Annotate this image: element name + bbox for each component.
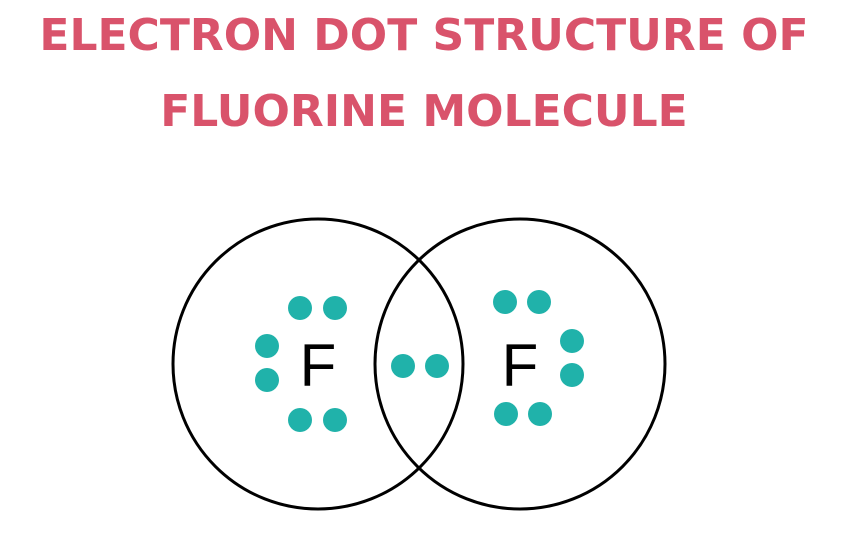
- left-atom-lone-electron-3: [255, 334, 279, 358]
- left-atom-shell: [171, 217, 465, 511]
- left-atom-symbol: F: [300, 332, 337, 399]
- right-atom-lone-electron-4: [560, 363, 584, 387]
- shared-pair-electron-2: [425, 354, 449, 378]
- right-atom-lone-electron-1: [493, 290, 517, 314]
- electrons-group: [255, 290, 584, 432]
- right-atom-shell: [373, 217, 667, 511]
- left-atom-lone-electron-4: [255, 368, 279, 392]
- right-atom-lone-electron-2: [527, 290, 551, 314]
- left-atom-lone-electron-5: [288, 408, 312, 432]
- right-atom-lone-electron-5: [494, 402, 518, 426]
- right-atom-lone-electron-3: [560, 329, 584, 353]
- right-atom-lone-electron-6: [528, 402, 552, 426]
- left-atom-lone-electron-2: [323, 296, 347, 320]
- right-atom-symbol: F: [502, 332, 539, 399]
- left-atom-lone-electron-1: [288, 296, 312, 320]
- left-atom-lone-electron-6: [323, 408, 347, 432]
- diagram-title-line-1: ELECTRON DOT STRUCTURE OF: [39, 10, 809, 61]
- shared-pair-electron-1: [391, 354, 415, 378]
- diagram-title-line-2: FLUORINE MOLECULE: [160, 86, 688, 137]
